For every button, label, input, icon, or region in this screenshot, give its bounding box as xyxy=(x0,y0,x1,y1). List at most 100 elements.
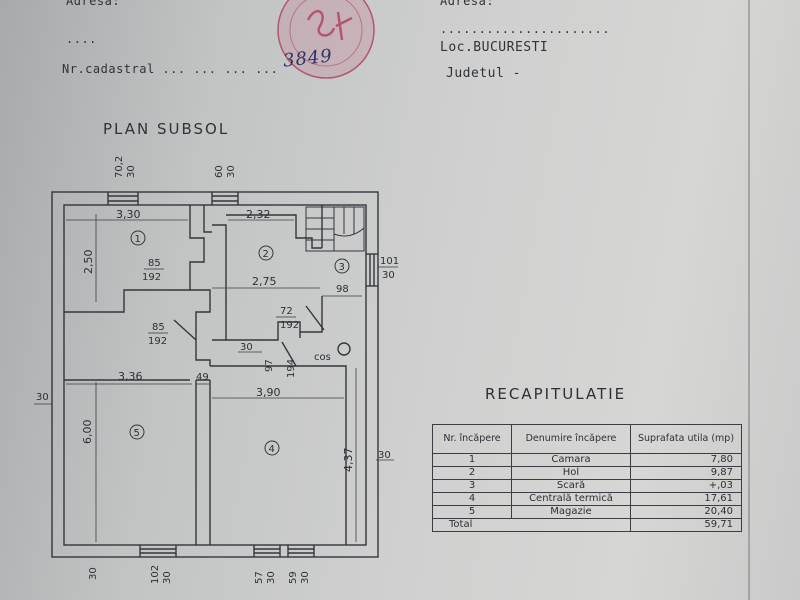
table-row: 2 Hol 9,87 xyxy=(432,466,742,480)
recap-header-area: Suprafata utila (mp) xyxy=(630,424,742,454)
window-bottom-2 xyxy=(253,545,315,557)
door1-top: 85 xyxy=(148,258,161,269)
door2-bottom: 192 xyxy=(280,320,299,331)
dim-232: 2,32 xyxy=(246,208,271,221)
room-name: Centrală termică xyxy=(511,492,631,506)
room-area: 17,61 xyxy=(630,492,742,506)
recap-title: RECAPITULATIE xyxy=(485,385,627,403)
address-left-dots: .... xyxy=(66,32,97,46)
bot-59: 59 xyxy=(288,571,299,584)
outer-wall-outer xyxy=(51,191,379,558)
room-name: Scară xyxy=(511,479,631,493)
dim-330: 3,30 xyxy=(116,208,141,221)
door-swing-1 xyxy=(173,319,197,341)
address-right-dots: ...................... xyxy=(440,22,610,36)
wall-room2-top xyxy=(226,214,322,249)
cadastral-number-label: Nr.cadastral ... ... ... ... xyxy=(62,62,279,76)
room-nr: 2 xyxy=(432,466,512,480)
door1-bottom: 192 xyxy=(142,272,161,283)
wall-mid xyxy=(190,289,211,366)
table-row: 5 Magazie 20,40 xyxy=(432,505,742,519)
room-area: 20,40 xyxy=(630,505,742,519)
room-nr: 1 xyxy=(432,453,512,467)
win-top1-a: 70,2 xyxy=(114,156,125,178)
door2-top: 72 xyxy=(280,306,293,317)
recap-header-name: Denumire încăpere xyxy=(511,424,631,454)
room-number-3: 3 xyxy=(339,262,345,273)
outer-wall-inner xyxy=(63,204,367,546)
door3-bottom: 192 xyxy=(148,336,167,347)
dim-336: 3,36 xyxy=(118,370,143,383)
win-top2-b: 30 xyxy=(226,165,237,178)
dim-250: 2,50 xyxy=(82,250,95,275)
official-stamp xyxy=(277,0,375,79)
dim-194: 194 xyxy=(286,359,297,378)
wall-room4-left xyxy=(195,379,211,545)
county-label: Judetul - xyxy=(446,66,521,81)
total-label: Total xyxy=(432,518,631,532)
locality-label: Loc.BUCURESTI xyxy=(440,40,549,55)
recap-table: Nr. încăpere Denumire încăpere Suprafata… xyxy=(432,424,742,532)
staircase xyxy=(305,206,365,252)
bot-102: 102 xyxy=(150,565,161,584)
recap-header-row: Nr. încăpere Denumire încăpere Suprafata… xyxy=(432,424,742,454)
chimney-circle xyxy=(337,342,351,356)
dim-437: 4,37 xyxy=(342,448,355,473)
bot-57b: 30 xyxy=(266,571,277,584)
room-nr: 5 xyxy=(432,505,512,519)
win-side-a: 101 xyxy=(380,256,399,267)
page-edge xyxy=(748,0,750,600)
dim-97: 97 xyxy=(264,359,275,372)
table-row: 3 Scară +,03 xyxy=(432,479,742,493)
total-row: Total 59,71 xyxy=(432,518,742,532)
wall-room4-top xyxy=(210,365,347,545)
dim-390: 3,90 xyxy=(256,386,281,399)
dim-wall-left: 30 xyxy=(36,392,49,403)
dim-275: 2,75 xyxy=(252,275,277,288)
address-right-label: Adresa: xyxy=(440,0,495,8)
bot-57: 57 xyxy=(254,571,265,584)
room-nr: 4 xyxy=(432,492,512,506)
wall-stair xyxy=(300,205,323,333)
dim-wall-right: 30 xyxy=(378,450,391,461)
window-bottom-1 xyxy=(139,545,177,557)
win-top1-b: 30 xyxy=(126,165,137,178)
wall-room2-left xyxy=(212,224,227,341)
dim-98: 98 xyxy=(336,284,349,295)
address-left-label: Adresa: xyxy=(66,0,121,8)
door3-top: 85 xyxy=(152,322,165,333)
room-area: 9,87 xyxy=(630,466,742,480)
room-number-4: 4 xyxy=(269,444,275,455)
total-value: 59,71 xyxy=(630,518,742,532)
wall-hall xyxy=(226,321,301,341)
win-top2-a: 60 xyxy=(214,165,225,178)
room-area: 7,80 xyxy=(630,453,742,467)
window-top-1 xyxy=(107,192,139,205)
recap-header-nr: Nr. încăpere xyxy=(432,424,512,454)
room-number-2: 2 xyxy=(263,249,269,260)
room-number-5: 5 xyxy=(134,428,140,439)
room-name: Hol xyxy=(511,466,631,480)
wall-room1 xyxy=(64,205,205,313)
dim-30-mid: 30 xyxy=(240,342,253,353)
room-nr: 3 xyxy=(432,479,512,493)
door-swing-3 xyxy=(281,341,297,367)
room-number-1: 1 xyxy=(135,234,141,245)
door-swing-2 xyxy=(305,305,325,331)
dim-49: 49 xyxy=(196,372,209,383)
bot-30: 30 xyxy=(88,567,99,580)
room-name: Magazie xyxy=(511,505,631,519)
wall-segment xyxy=(203,205,212,233)
plan-title: PLAN SUBSOL xyxy=(103,120,230,138)
table-row: 1 Camara 7,80 xyxy=(432,453,742,467)
win-side-b: 30 xyxy=(382,270,395,281)
room-area: +,03 xyxy=(630,479,742,493)
table-row: 4 Centrală termică 17,61 xyxy=(432,492,742,506)
bot-59b: 30 xyxy=(300,571,311,584)
window-right xyxy=(366,253,378,287)
chimney-label: cos xyxy=(314,352,331,363)
dim-600: 6,00 xyxy=(81,420,94,445)
room-name: Camara xyxy=(511,453,631,467)
window-top-2 xyxy=(211,192,239,205)
